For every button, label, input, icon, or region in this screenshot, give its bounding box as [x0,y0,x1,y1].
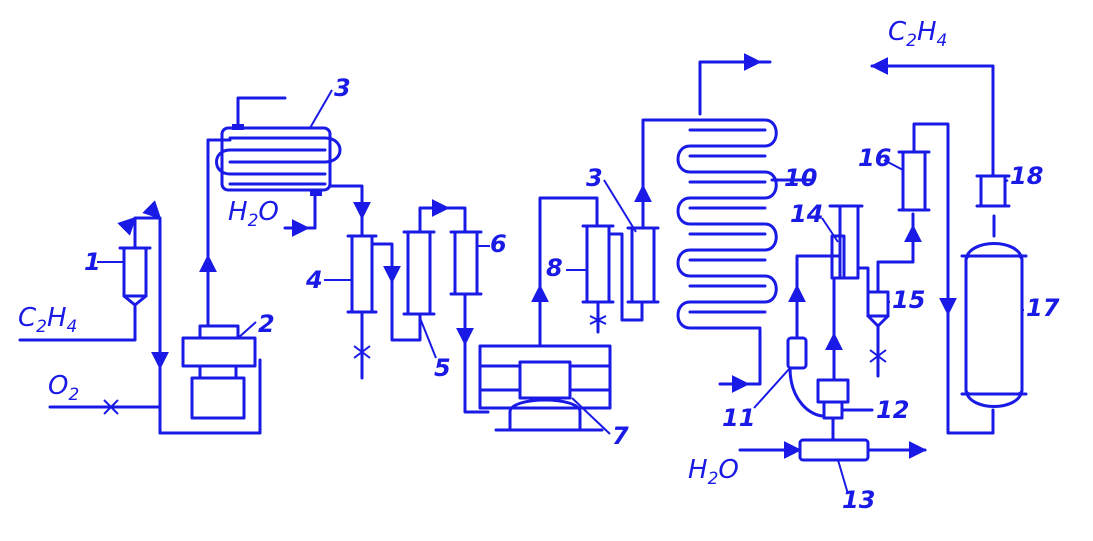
loop-line [158,358,262,435]
label-unit-7: 7 [612,422,629,450]
leader-11 [753,367,791,409]
unit-15-valve-icon [869,349,887,363]
unit-4-to-5-line [370,242,394,314]
label-unit-15: 15 [892,286,925,314]
label-unit-4: 4 [305,266,323,294]
unit-11-separator [786,336,808,370]
c2h4-outlet-label: C2H4 [888,17,947,51]
unit-16-column [901,150,927,212]
unit-2-top [181,336,257,368]
unit-8-valve-icon [589,315,607,325]
leader-13 [837,459,849,495]
unit-10-bottom-line [718,328,762,386]
o2-valve-icon [103,399,119,415]
unit-2-shaft [198,364,238,380]
unit-15-vessel [866,290,890,318]
label-unit-12: 12 [876,396,909,424]
unit-2-motor [190,376,246,420]
unit-9-column [630,226,656,304]
unit-5-inlet-loop [390,310,422,342]
leader-14 [821,217,839,243]
label-unit-5: 5 [434,354,451,382]
label-unit-17: 17 [1026,294,1060,322]
c2h4-inlet-label: C2H4 [18,303,77,337]
hx-water-line [283,194,317,230]
unit-14-side [830,234,846,280]
unit-5-column [406,230,432,316]
unit-1-outlet-line [117,200,162,435]
label-unit-1: 1 [84,248,101,276]
unit-7-outlet-line [538,196,599,348]
unit-16-outlet-line [912,122,950,238]
unit-7-reactor [478,344,612,432]
label-unit-16: 16 [858,144,891,172]
h2o-heat-exchanger-label: H2O [228,197,279,231]
leader-7 [571,397,611,435]
unit-17-inlet-line [946,234,995,435]
unit-12-base [822,400,844,420]
unit-3-heat-exchanger [215,96,342,196]
leader-16 [883,159,904,171]
label-unit-2: 2 [258,310,275,338]
unit-10-coil [676,118,778,330]
unit-15-to-16-line [876,212,915,294]
leader-5 [419,317,437,359]
label-unit-14: 14 [790,200,823,228]
unit-17-column [960,242,1028,408]
leader-18 [1004,179,1009,183]
label-unit-10: 10 [784,164,817,192]
leader-9 [603,179,637,233]
label-unit-3: 3 [334,74,351,102]
unit-9-outlet-line [641,118,692,230]
unit-5-to-6-line [418,206,467,234]
unit-2-head [198,324,240,340]
unit-1-vessel [122,246,148,298]
unit-1-cone [122,294,148,307]
label-unit-6: 6 [490,230,507,258]
label-unit-18: 18 [1010,162,1043,190]
hx-outlet-line [328,184,364,238]
label-unit-9: 3 [586,164,603,192]
unit-8-to-9-line [607,232,644,322]
unit-4-column [350,234,374,314]
unit-6-outlet-line [463,292,490,414]
c2h4-outlet-line [870,57,995,178]
o2-inlet-label: O2 [48,371,79,405]
label-unit-8: 8 [546,254,563,282]
unit-8-column [585,224,611,304]
unit-11-riser [795,254,840,340]
unit-10-vent-line [698,60,772,116]
unit-13-cooler [798,438,870,462]
unit-12-pump [816,378,850,404]
unit-4-valve-icon [353,345,371,359]
unit-6-column [453,230,479,296]
leader-2 [237,321,257,339]
unit-18-vessel [979,174,1007,208]
h2o-cooler-label: H2O [688,455,739,489]
unit-11-outlet [788,366,826,418]
unit-14-to-15-line [856,266,870,302]
label-unit-11: 11 [722,404,755,432]
c2h4-feed-line [18,303,137,342]
leader-3 [309,89,333,129]
